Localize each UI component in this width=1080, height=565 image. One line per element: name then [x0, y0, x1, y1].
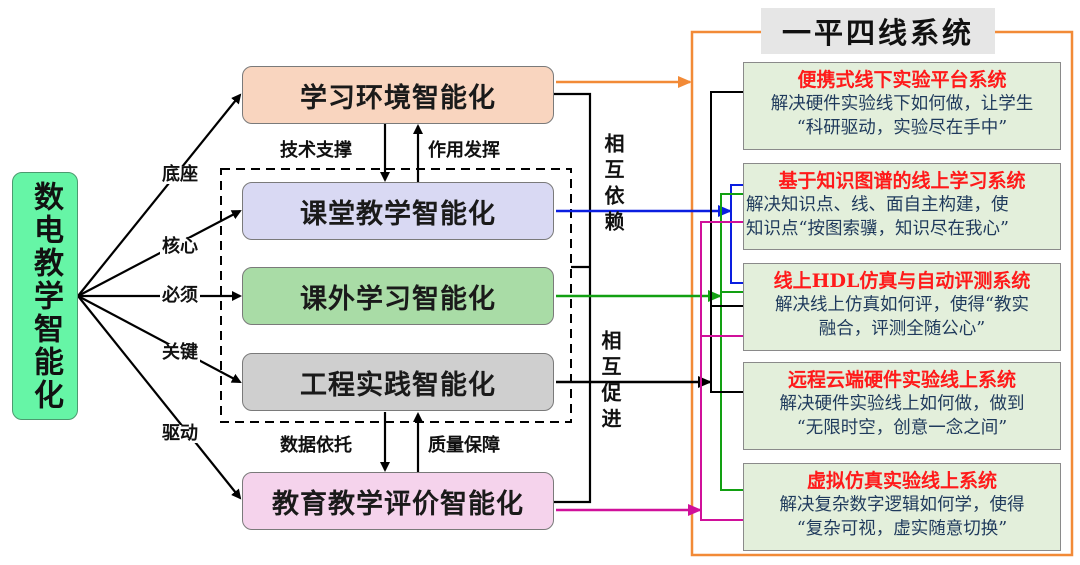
system-panel-border [556, 30, 1074, 557]
system-desc-line: 解决复杂数字逻辑如何学，使得 [779, 495, 1025, 515]
label-data-basis: 数据依托 [280, 435, 352, 456]
system-desc-line: 解决知识点、线、面自主构建，使 [746, 195, 1009, 215]
system-virtual-simulation-lab: 虚拟仿真实验线上系统 解决复杂数字逻辑如何学，使得 “复杂可视，虚实随意切换” [743, 463, 1061, 551]
system-panel-title-text: 一平四线系统 [781, 16, 974, 50]
branch-label-core: 核心 [160, 236, 200, 257]
label-effect: 作用发挥 [428, 140, 500, 161]
green-connector [556, 193, 743, 491]
system-name: 便携式线下实验平台系统 [797, 69, 1007, 91]
branch-label-key: 关键 [160, 342, 200, 363]
system-portable-offline-lab: 便携式线下实验平台系统 解决硬件实验线下如何做，让学生 “科研驱动，实验尽在手中… [743, 62, 1061, 150]
mutual-bus [554, 92, 592, 504]
system-desc-line: 解决线上仿真如何评，使得“教实 [775, 295, 1029, 315]
node-classroom-teaching: 课堂教学智能化 [242, 182, 554, 240]
label-quality: 质量保障 [428, 435, 500, 456]
system-knowledge-graph-learning: 基于知识图谱的线上学习系统 解决知识点、线、面自主构建，使 知识点“按图索骥，知… [743, 163, 1061, 250]
node-engineering-practice: 工程实践智能化 [242, 353, 554, 411]
system-name: 远程云端硬件实验线上系统 [787, 369, 1016, 391]
system-desc-line: “科研驱动，实验尽在手中” [796, 118, 1008, 138]
system-desc-line: 知识点“按图索骥，知识尽在我心” [746, 219, 1009, 239]
system-desc-line: 解决硬件实验线下如何做，让学生 [770, 94, 1034, 114]
node-extracurricular-learning: 课外学习智能化 [242, 267, 554, 325]
black-connector [556, 91, 743, 393]
node-education-evaluation: 教育教学评价智能化 [242, 472, 554, 530]
system-panel-title: 一平四线系统 [761, 8, 995, 54]
system-hdl-simulation-evaluation: 线上HDL仿真与自动评测系统 解决线上仿真如何评，使得“教实 融合，评测全随公心… [743, 263, 1061, 351]
label-tech-support: 技术支撑 [280, 140, 352, 161]
root-label: 数电教学智能化 [28, 180, 63, 412]
fan-line-base [77, 93, 242, 297]
root-fanout [77, 93, 242, 500]
system-name: 线上HDL仿真与自动评测系统 [773, 270, 1031, 292]
system-remote-cloud-hardware-lab: 远程云端硬件实验线上系统 解决硬件实验线上如何做，做到 “无限时空，创意一念之间… [743, 362, 1061, 450]
node-label: 学习环境智能化 [300, 82, 496, 114]
node-label: 课外学习智能化 [300, 283, 496, 315]
system-desc-line: “复杂可视，虚实随意切换” [796, 519, 1008, 539]
fan-line-core [77, 210, 242, 297]
fan-line-key [77, 295, 242, 383]
blue-connector [556, 184, 743, 284]
system-desc-line: 解决硬件实验线上如何做，做到 [779, 394, 1025, 414]
system-name: 虚拟仿真实验线上系统 [806, 470, 997, 492]
system-name: 基于知识图谱的线上学习系统 [778, 170, 1026, 192]
label-mutual-dependence: 相互依赖 [601, 133, 625, 237]
node-learning-environment: 学习环境智能化 [242, 66, 554, 124]
branch-label-must: 必须 [160, 285, 200, 306]
system-desc-line: “无限时空，创意一念之间” [796, 418, 1008, 438]
magenta-connector [556, 221, 743, 521]
branch-label-drive: 驱动 [160, 423, 200, 444]
node-label: 工程实践智能化 [300, 369, 496, 401]
root-node: 数电教学智能化 [12, 172, 78, 420]
node-label: 课堂教学智能化 [300, 198, 496, 230]
node-label: 教育教学评价智能化 [272, 488, 524, 520]
branch-label-base: 底座 [160, 164, 200, 185]
label-mutual-promotion: 相互促进 [598, 330, 622, 434]
system-desc-line: 融合，评测全随公心” [818, 319, 986, 339]
fan-line-drive [77, 295, 242, 500]
